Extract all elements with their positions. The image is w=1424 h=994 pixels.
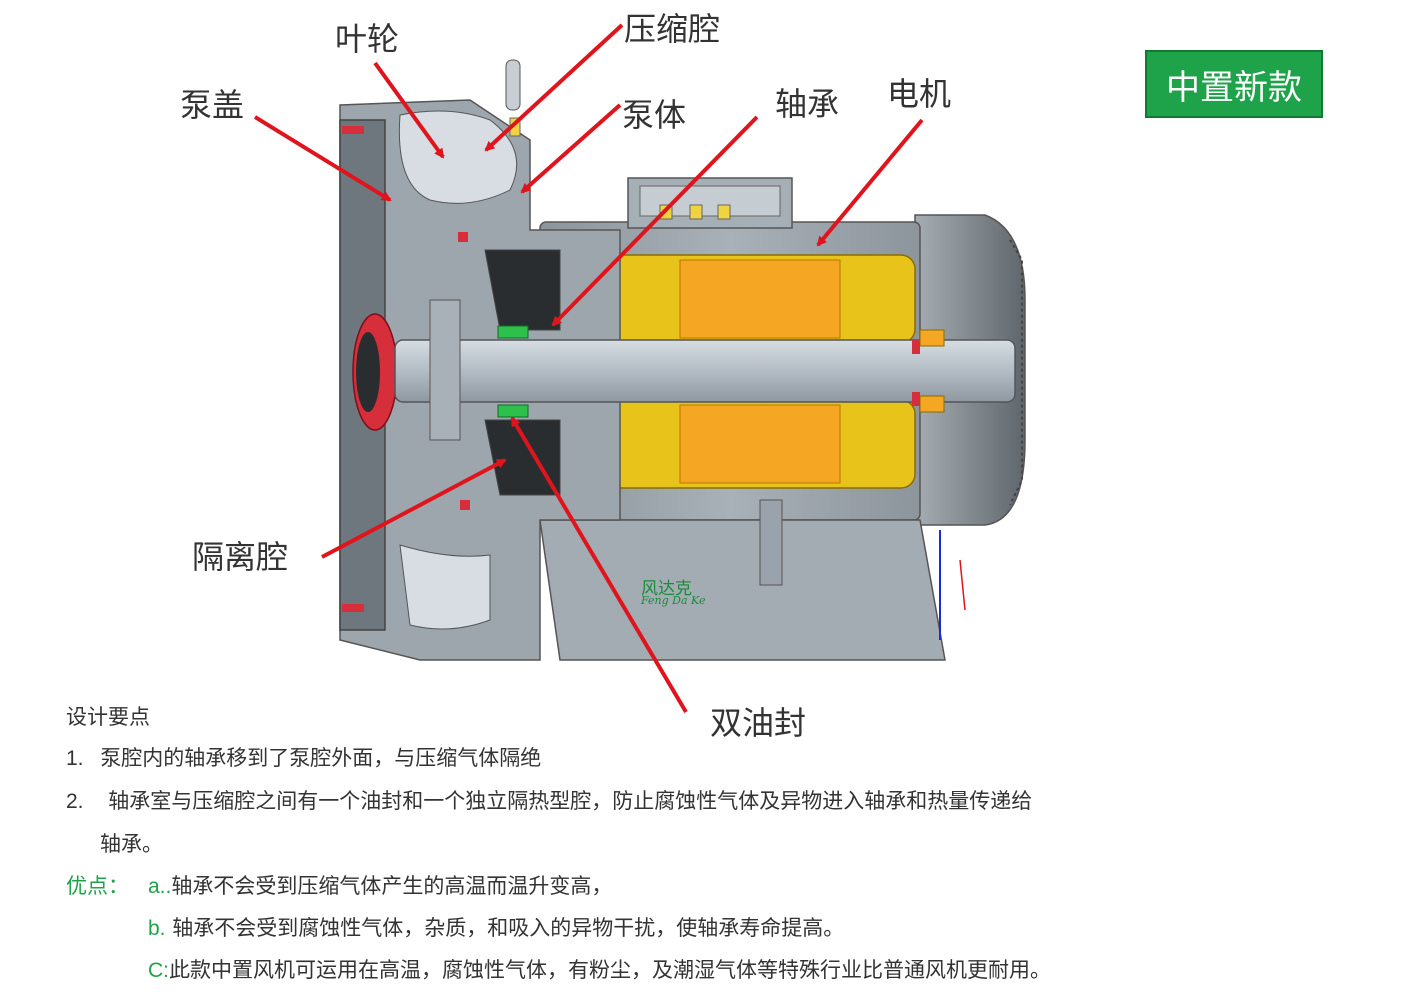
- watermark-logo-en: Feng Da Ke: [641, 594, 706, 607]
- new-model-badge: 中置新款: [1145, 50, 1323, 118]
- note-item-text: 轴承室与压缩腔之间有一个油封和一个独立隔热型腔，防止腐蚀性气体及异物进入轴承和热…: [108, 789, 1033, 813]
- label-double-oil-seal: 双油封: [710, 704, 807, 742]
- advantage-prefix: b.: [148, 917, 166, 940]
- inlet-flange: [352, 313, 398, 431]
- label-pump-cover: 泵盖: [180, 86, 245, 124]
- note-item-number: 1.: [66, 747, 84, 770]
- label-motor: 电机: [887, 75, 952, 113]
- rear-bearing: [912, 329, 945, 413]
- label-impeller: 叶轮: [335, 20, 400, 58]
- arrow-bearing: [551, 115, 759, 327]
- advantage-text: 此款中置风机可运用在高温，腐蚀性气体，有粉尘，及潮湿气体等特殊行业比普通风机更耐…: [169, 958, 1051, 982]
- label-bearing: 轴承: [775, 85, 840, 123]
- double-oil-seals: [497, 325, 529, 418]
- shaft: [394, 299, 1016, 441]
- note-item-number: 2.: [66, 790, 84, 813]
- note-item-text: 泵腔内的轴承移到了泵腔外面，与压缩气体隔绝: [100, 746, 542, 770]
- note-item-1: 1. 泵腔内的轴承移到了泵腔外面，与压缩气体隔绝: [66, 742, 541, 772]
- advantage-a: a..轴承不会受到压缩气体产生的高温而温升变高，: [148, 870, 612, 900]
- notes-heading: 设计要点: [66, 705, 150, 729]
- advantages-label: 优点：: [66, 874, 129, 898]
- advantage-b: b. 轴承不会受到腐蚀性气体，杂质，和吸入的异物干扰，使轴承寿命提高。: [148, 912, 844, 942]
- arrow-double-oil-seal: [510, 416, 688, 714]
- arrow-impeller: [373, 61, 445, 159]
- advantage-prefix: a..: [148, 875, 172, 898]
- arrow-isolation-chamber: [321, 458, 507, 559]
- arrow-motor: [816, 118, 924, 247]
- label-compression-chamber: 压缩腔: [624, 10, 721, 48]
- arrow-pump-cover: [253, 115, 392, 202]
- arrow-compression-chamber: [484, 23, 624, 152]
- advantage-c: C:此款中置风机可运用在高温，腐蚀性气体，有粉尘，及潮湿气体等特殊行业比普通风机…: [148, 954, 1051, 984]
- advantage-prefix: C:: [148, 959, 169, 982]
- watermark-logo-cn: 风达克: [641, 579, 692, 599]
- arrow-pump-body: [520, 103, 622, 194]
- label-pump-body: 泵体: [622, 96, 687, 134]
- note-item-2-continued: 轴承。: [100, 832, 163, 856]
- advantage-text: 轴承不会受到腐蚀性气体，杂质，和吸入的异物干扰，使轴承寿命提高。: [172, 916, 845, 940]
- advantage-text: 轴承不会受到压缩气体产生的高温而温升变高，: [171, 874, 613, 898]
- callout-arrows: [253, 23, 924, 714]
- note-item-2: 2. 轴承室与压缩腔之间有一个油封和一个独立隔热型腔，防止腐蚀性气体及异物进入轴…: [66, 785, 1032, 815]
- label-isolation-chamber: 隔离腔: [192, 538, 289, 576]
